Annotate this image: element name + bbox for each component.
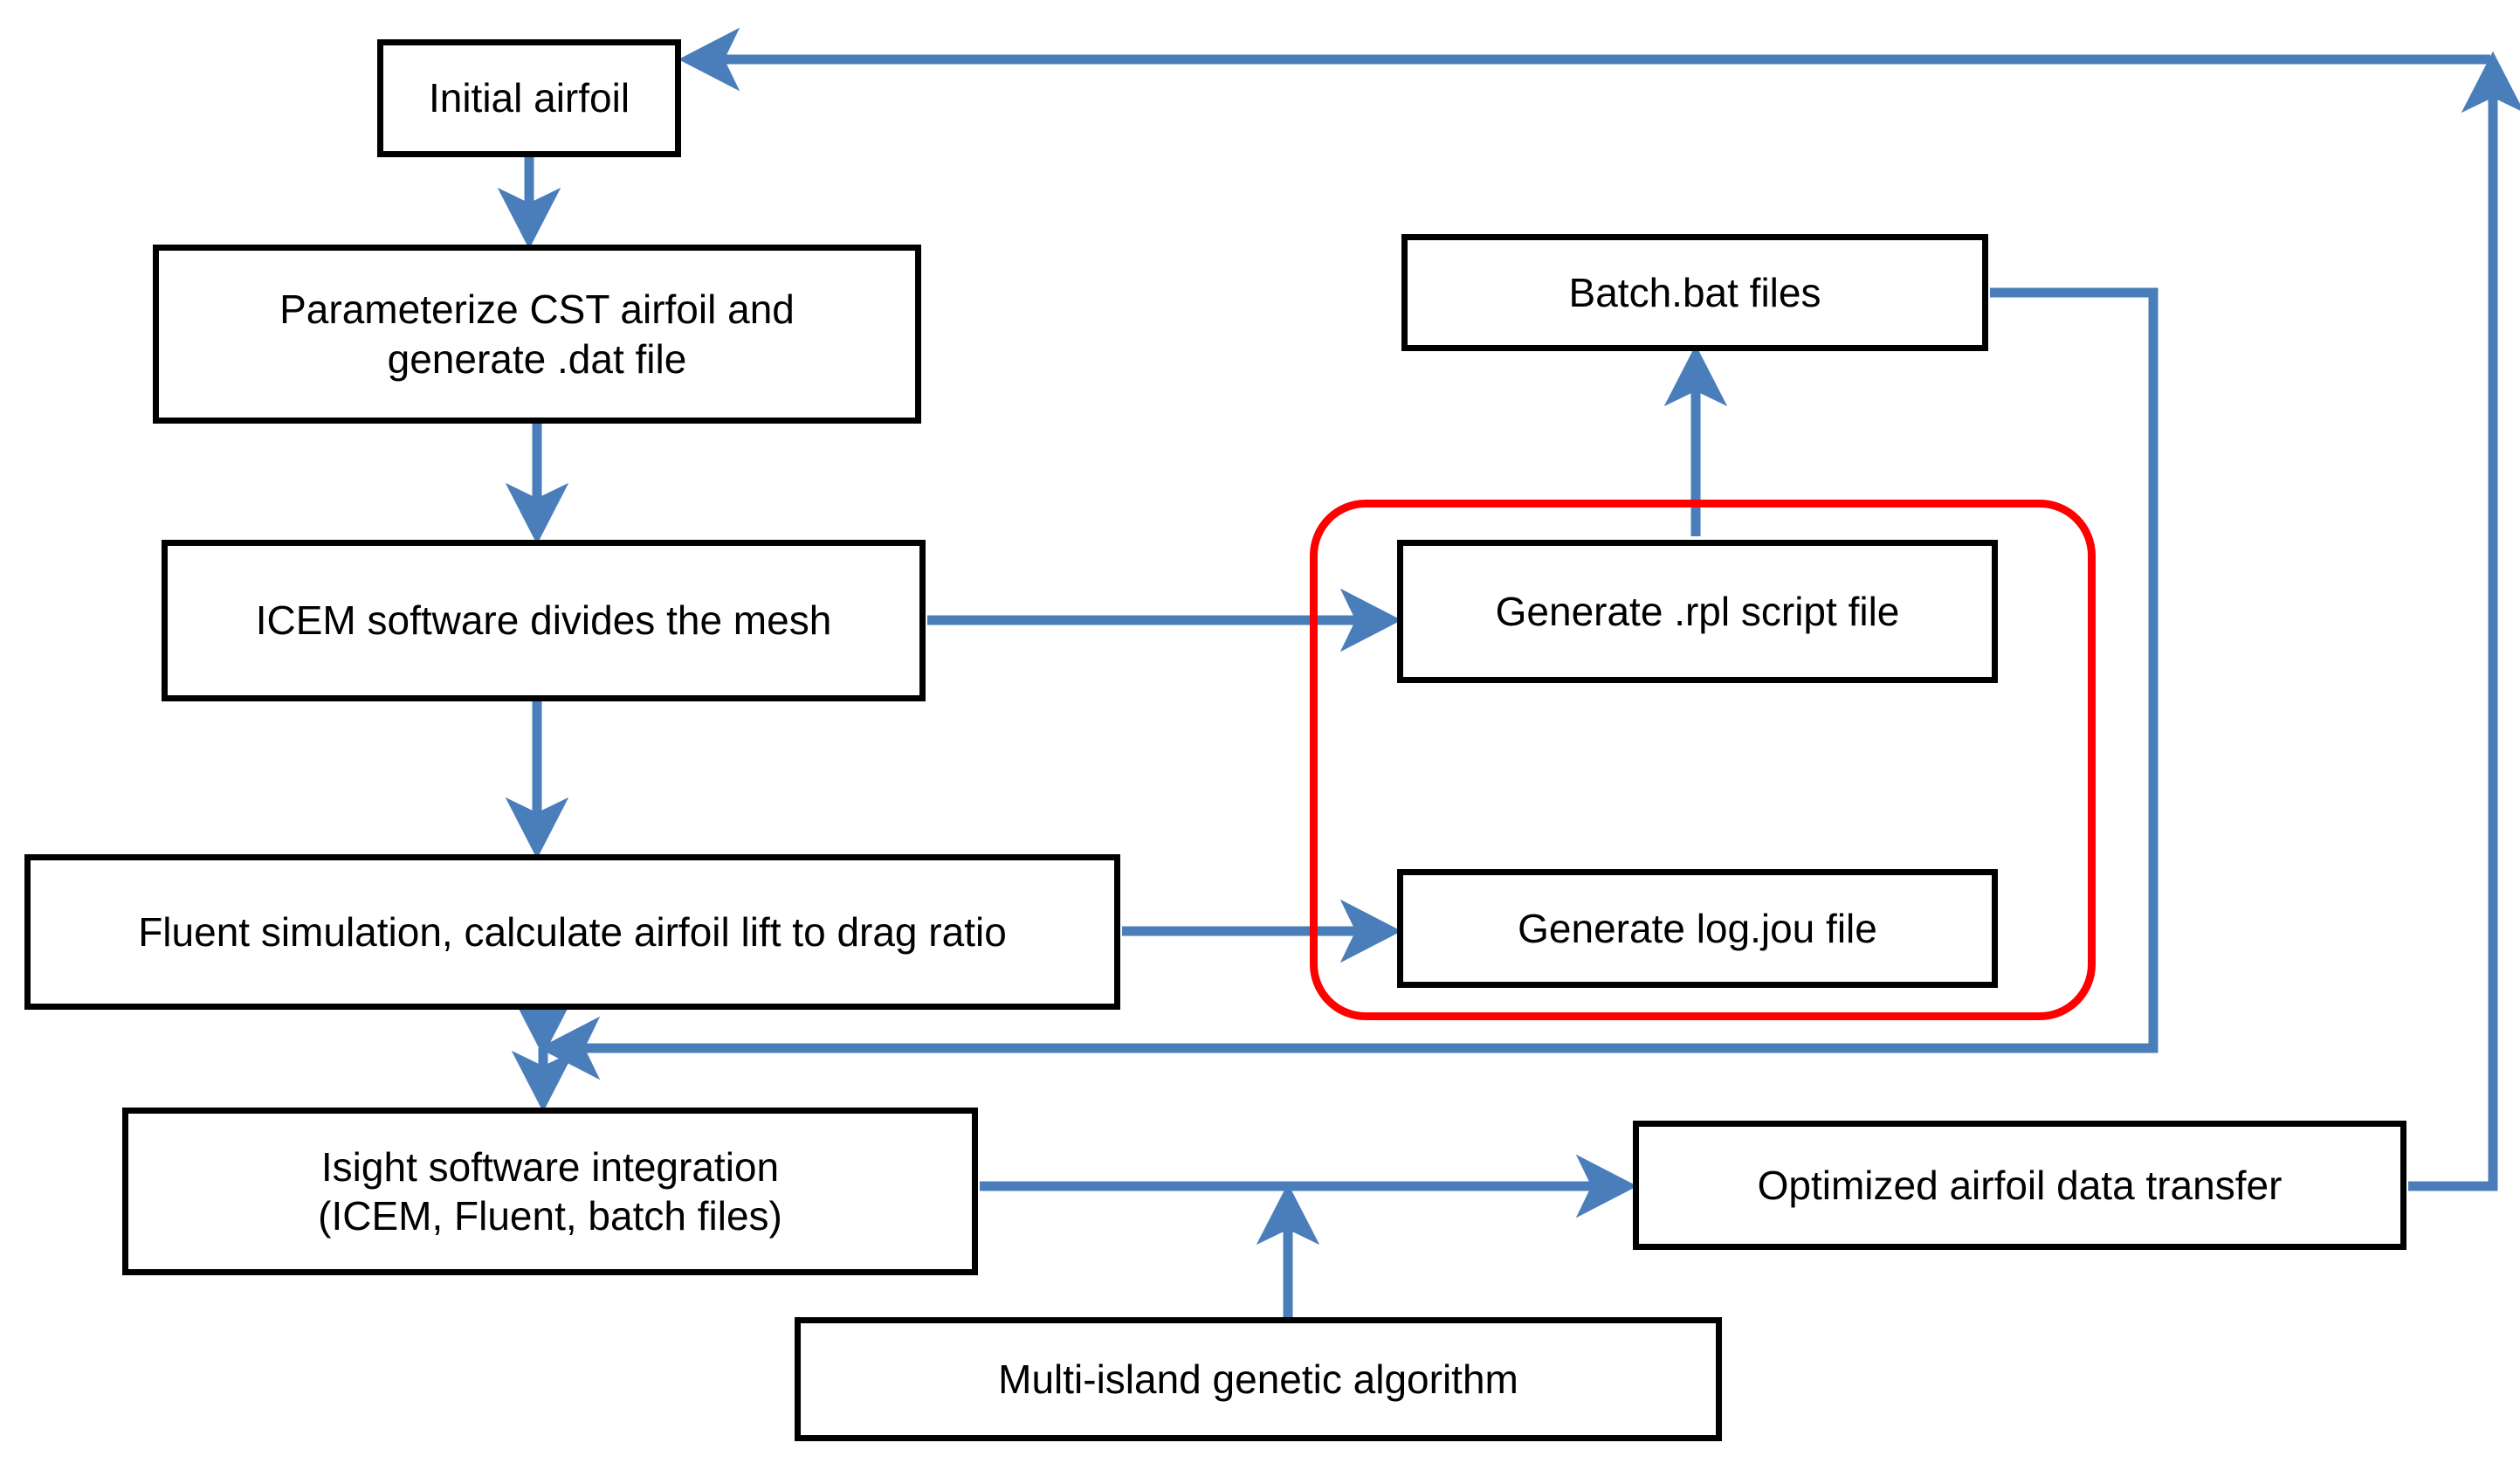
node-isight-integration[interactable]: Isight software integration (ICEM, Fluen… xyxy=(122,1108,978,1275)
node-optimized-airfoil-transfer[interactable]: Optimized airfoil data transfer xyxy=(1633,1121,2406,1250)
node-initial-airfoil[interactable]: Initial airfoil xyxy=(377,39,681,157)
node-label-parameterize-cst: Parameterize CST airfoil and generate .d… xyxy=(279,286,795,382)
node-label-icem-mesh: ICEM software divides the mesh xyxy=(255,597,832,644)
edge-optimized-feedback-to-initial xyxy=(2408,51,2520,1191)
node-log-jou-file[interactable]: Generate log.jou file xyxy=(1397,869,1998,988)
node-genetic-algorithm[interactable]: Multi-island genetic algorithm xyxy=(795,1317,1722,1441)
node-label-optimized-airfoil-transfer: Optimized airfoil data transfer xyxy=(1757,1162,2282,1208)
node-label-isight-integration: Isight software integration (ICEM, Fluen… xyxy=(318,1143,782,1239)
node-parameterize-cst[interactable]: Parameterize CST airfoil and generate .d… xyxy=(153,245,921,424)
node-label-log-jou-file: Generate log.jou file xyxy=(1518,905,1877,951)
node-label-genetic-algorithm: Multi-island genetic algorithm xyxy=(998,1356,1518,1402)
node-rpl-script-file[interactable]: Generate .rpl script file xyxy=(1397,540,1998,683)
node-icem-mesh[interactable]: ICEM software divides the mesh xyxy=(162,540,926,701)
node-batch-files[interactable]: Batch.bat files xyxy=(1401,234,1988,351)
node-label-rpl-script-file: Generate .rpl script file xyxy=(1495,588,1900,634)
node-label-initial-airfoil: Initial airfoil xyxy=(428,75,630,121)
node-fluent-simulation[interactable]: Fluent simulation, calculate airfoil lif… xyxy=(24,854,1120,1010)
node-label-batch-files: Batch.bat files xyxy=(1568,269,1821,315)
node-label-fluent-simulation: Fluent simulation, calculate airfoil lif… xyxy=(138,908,1007,955)
